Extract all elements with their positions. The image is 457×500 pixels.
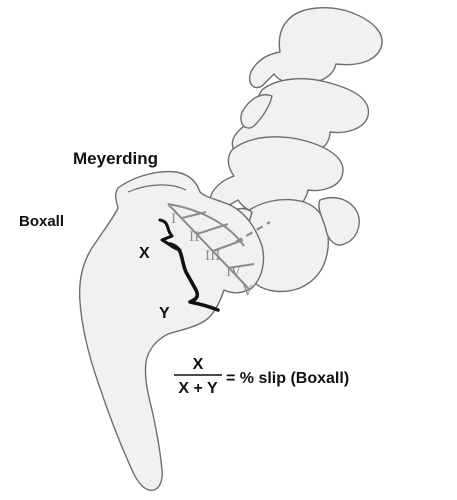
meyerding-grading: I II III IV V xyxy=(167,203,271,299)
vertebra-l3 xyxy=(240,94,273,129)
formula-denominator: X + Y xyxy=(178,380,218,397)
grade-divider-1 xyxy=(181,211,207,219)
grade-label-3: III xyxy=(205,249,220,264)
grade-divider-2 xyxy=(196,223,229,235)
sacral-ala-line xyxy=(127,184,187,193)
brace-y xyxy=(168,242,220,312)
grade-label-2: II xyxy=(189,230,199,245)
y-label: Y xyxy=(159,305,170,322)
meyerding-label: Meyerding xyxy=(73,149,158,168)
grade-label-4: IV xyxy=(226,265,241,280)
grade-label-1: I xyxy=(171,212,176,227)
vertebra-l1 xyxy=(248,7,383,89)
x-label: X xyxy=(139,245,150,262)
sacral-endplate-line xyxy=(167,203,251,291)
grade-label-5: V xyxy=(242,284,253,299)
brace-x xyxy=(158,218,182,252)
sacrum xyxy=(78,170,265,491)
lumbar-vertebrae xyxy=(209,7,383,293)
boxall-label: Boxall xyxy=(19,213,64,230)
grade-extension-line xyxy=(235,221,271,243)
grade-divider-4 xyxy=(227,263,255,269)
formula-result: = % slip (Boxall) xyxy=(226,370,349,387)
formula-numerator: X xyxy=(193,356,204,373)
boxall-formula: X X + Y = % slip (Boxall) xyxy=(174,356,349,397)
vertebra-l5-process xyxy=(318,196,360,246)
